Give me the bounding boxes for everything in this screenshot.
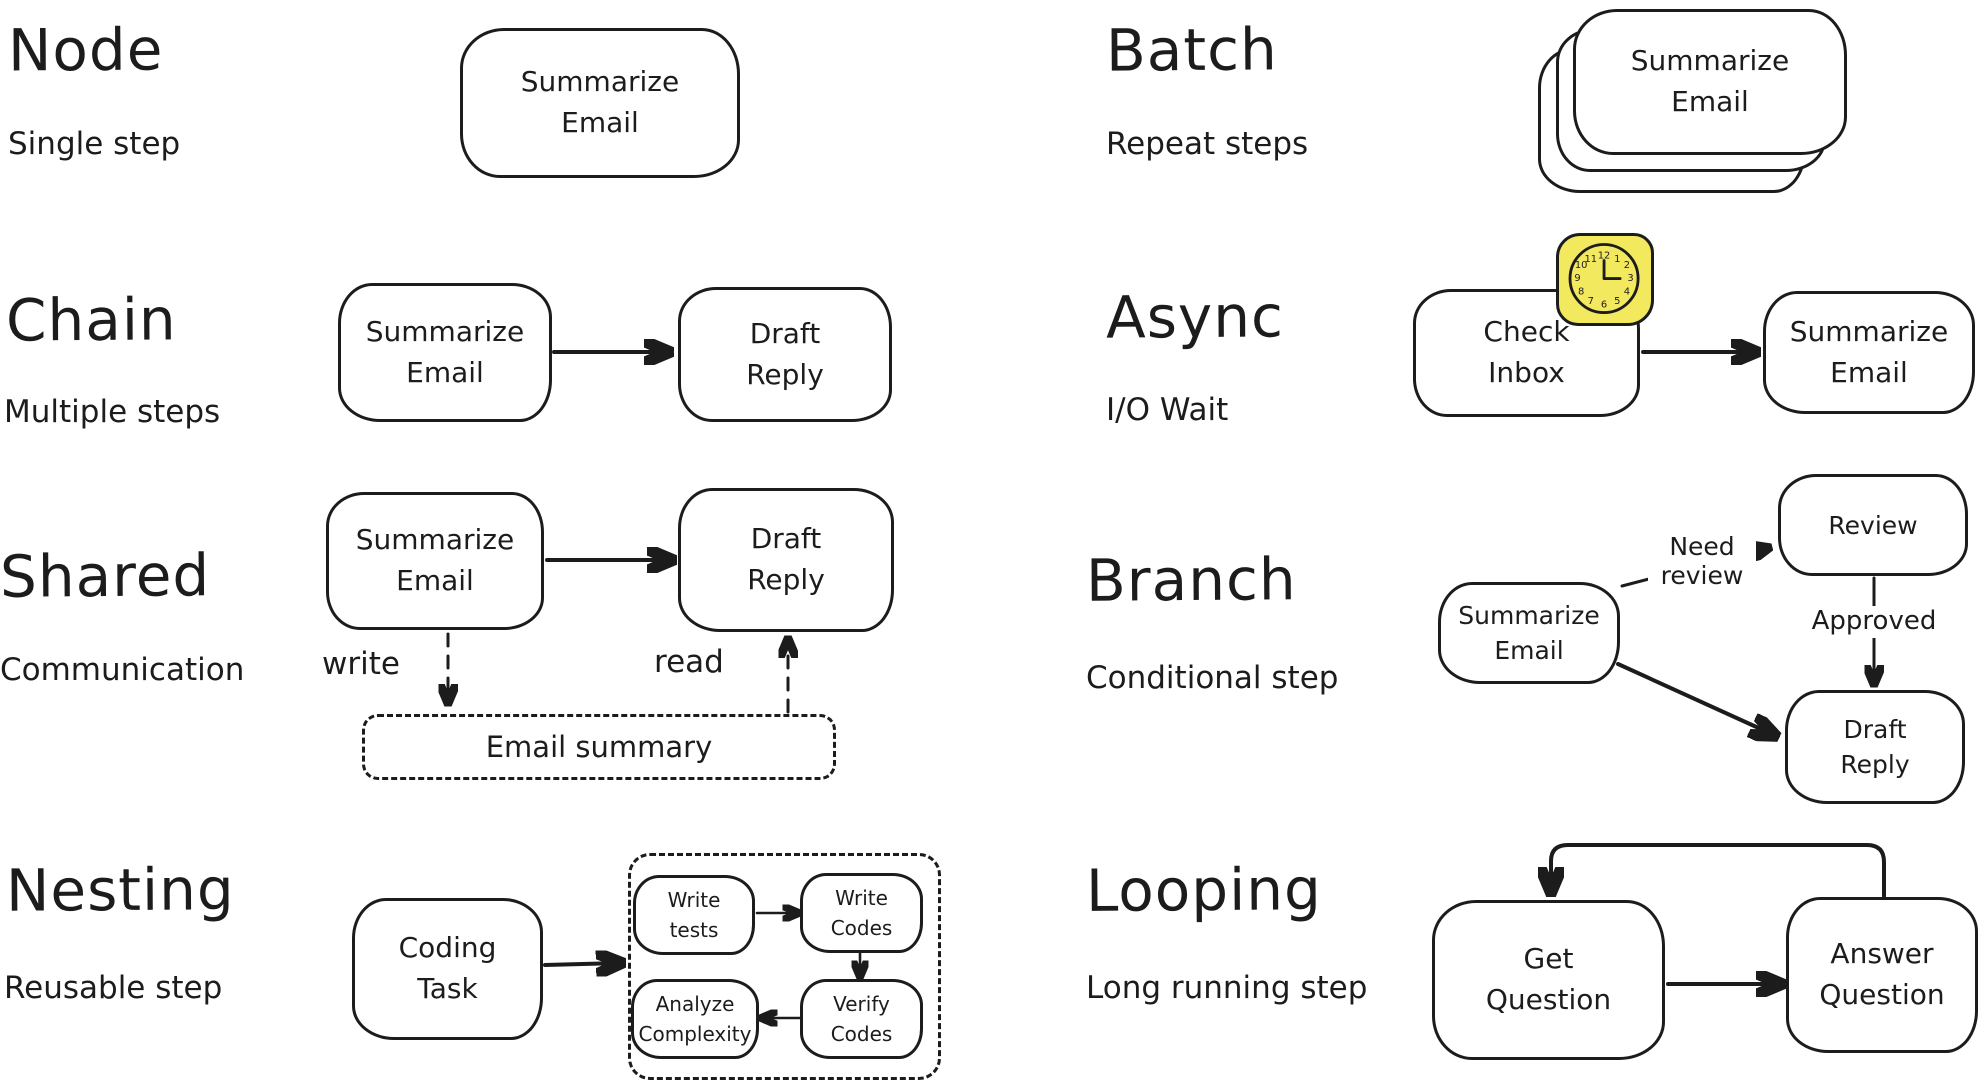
nesting-verify-codes-label: Verify Codes	[830, 992, 893, 1046]
nesting-box-write-tests: Write tests	[633, 875, 755, 955]
branch-approved-label: Approved	[1807, 606, 1941, 638]
shared-store-label: Email summary	[485, 730, 713, 764]
shared-store-box: Email summary	[362, 714, 836, 780]
svg-text:2: 2	[1624, 260, 1630, 271]
branch-title: Branch	[1085, 545, 1297, 615]
nesting-analyze-complexity-label: Analyze Complexity	[638, 992, 752, 1046]
nesting-box-write-codes: Write Codes	[800, 873, 923, 953]
svg-text:4: 4	[1624, 286, 1630, 297]
looping-box2-label: Answer Question	[1819, 937, 1945, 1011]
node-title: Node	[7, 15, 164, 85]
async-subtitle: I/O Wait	[1106, 392, 1229, 428]
async-box1-label: Check Inbox	[1483, 315, 1570, 389]
chain-subtitle: Multiple steps	[4, 394, 221, 430]
branch-box-draft-reply: Draft Reply	[1785, 690, 1965, 804]
async-box-summarize-email: Summarize Email	[1763, 291, 1975, 414]
branch-source-label: Summarize Email	[1458, 601, 1600, 665]
svg-text:9: 9	[1574, 273, 1580, 284]
branch-review-label: Review	[1828, 510, 1918, 540]
node-box: Summarize Email	[460, 28, 740, 178]
clock-face	[1568, 243, 1640, 315]
svg-text:1: 1	[1614, 254, 1620, 265]
batch-title: Batch	[1105, 15, 1278, 85]
nesting-subtitle: Reusable step	[4, 970, 223, 1006]
nesting-box-verify-codes: Verify Codes	[800, 979, 923, 1059]
nesting-box-analyze-complexity: Analyze Complexity	[631, 979, 759, 1059]
shared-box-summarize-email: Summarize Email	[326, 492, 544, 630]
branch-box-summarize-email: Summarize Email	[1438, 582, 1620, 684]
branch-draft-label: Draft Reply	[1840, 715, 1910, 779]
batch-subtitle: Repeat steps	[1106, 126, 1309, 162]
nesting-flow-container	[628, 853, 941, 1080]
clock-hands	[1602, 259, 1622, 280]
branch-need-review-label: Need review	[1648, 532, 1756, 592]
batch-card-front: Summarize Email	[1573, 9, 1847, 155]
shared-write-label: write	[318, 646, 404, 684]
looping-subtitle: Long running step	[1086, 970, 1368, 1006]
clock-icon: 12 1 2 3 4 5 6 7 8 9 10 11	[1556, 233, 1654, 326]
nesting-box-coding-task: Coding Task	[352, 898, 543, 1040]
branch-direct-arrow	[1616, 662, 1774, 735]
nesting-main-label: Coding Task	[398, 931, 497, 1005]
nesting-write-codes-label: Write Codes	[830, 886, 893, 940]
shared-title: Shared	[0, 541, 211, 611]
shared-subtitle: Communication	[0, 652, 245, 688]
svg-text:10: 10	[1575, 260, 1588, 271]
async-box2-label: Summarize Email	[1789, 314, 1949, 389]
svg-text:5: 5	[1614, 296, 1620, 307]
svg-text:8: 8	[1578, 286, 1584, 297]
looping-title: Looping	[1085, 855, 1323, 925]
shared-box1-label: Summarize Email	[355, 523, 515, 597]
looping-box-answer-question: Answer Question	[1786, 897, 1978, 1053]
svg-text:11: 11	[1585, 254, 1598, 265]
node-box-label: Summarize Email	[520, 65, 680, 139]
svg-text:3: 3	[1627, 273, 1633, 284]
chain-box2-label: Draft Reply	[746, 316, 824, 391]
shared-box2-label: Draft Reply	[747, 522, 825, 596]
chain-title: Chain	[5, 285, 177, 355]
shared-read-label: read	[650, 644, 728, 682]
looping-box1-label: Get Question	[1485, 942, 1612, 1016]
nesting-arrow	[543, 963, 620, 965]
node-subtitle: Single step	[8, 126, 181, 162]
nesting-title: Nesting	[5, 855, 235, 925]
nesting-write-tests-label: Write tests	[667, 888, 721, 942]
chain-box-summarize-email: Summarize Email	[338, 283, 552, 422]
async-title: Async	[1105, 282, 1285, 352]
branch-box-review: Review	[1778, 474, 1968, 576]
chain-box1-label: Summarize Email	[365, 314, 525, 389]
svg-text:6: 6	[1601, 300, 1607, 311]
shared-box-draft-reply: Draft Reply	[678, 488, 894, 632]
chain-box-draft-reply: Draft Reply	[678, 287, 892, 422]
looping-loopback-arrow	[1551, 843, 1886, 898]
svg-text:12: 12	[1598, 250, 1611, 261]
svg-text:7: 7	[1588, 296, 1594, 307]
batch-card-label: Summarize Email	[1630, 44, 1790, 118]
looping-box-get-question: Get Question	[1432, 900, 1665, 1060]
branch-subtitle: Conditional step	[1086, 660, 1339, 696]
